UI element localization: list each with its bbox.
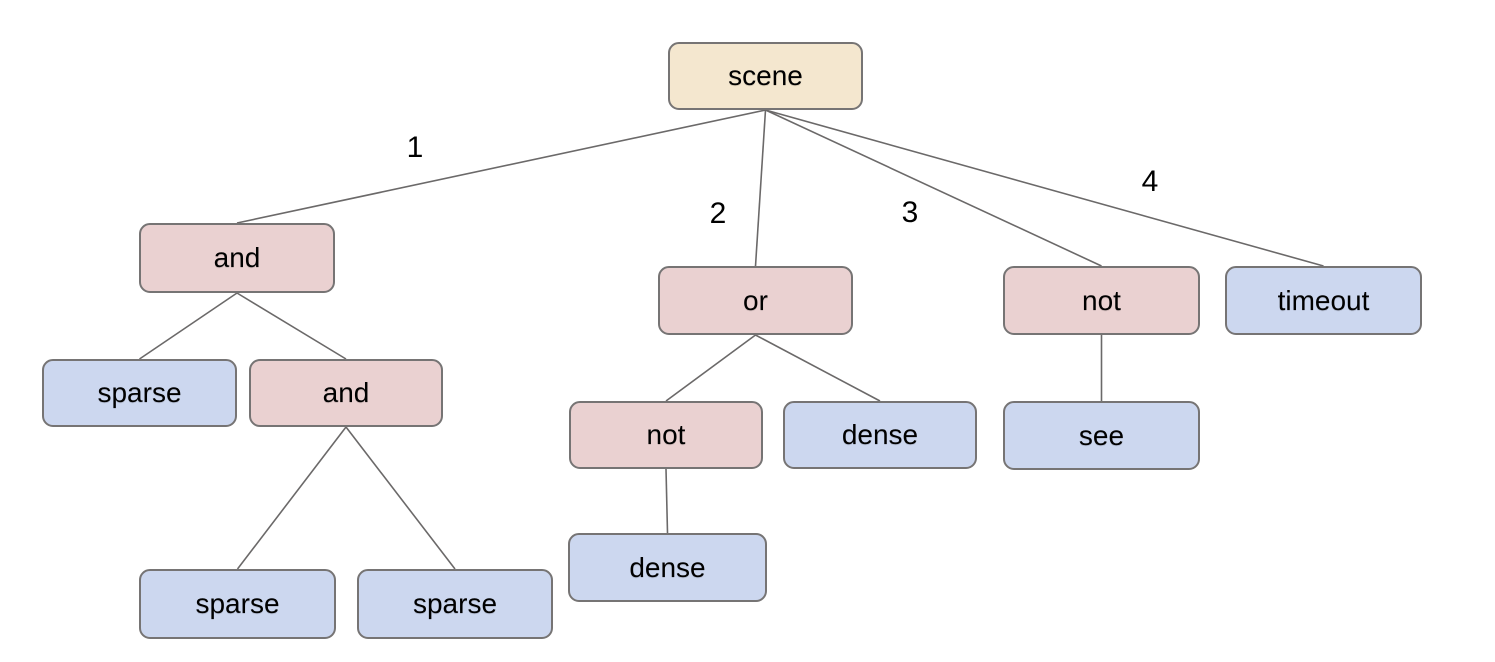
tree-node-sparse1: sparse xyxy=(42,359,237,427)
edge-or1-not2 xyxy=(665,334,756,402)
edge-and1-and2 xyxy=(236,292,347,360)
edge-label-1: 1 xyxy=(406,131,424,164)
edge-scene-timeout xyxy=(765,109,1324,267)
tree-node-or1: or xyxy=(658,266,853,335)
edge-and1-sparse1 xyxy=(139,292,238,360)
edge-scene-not1 xyxy=(765,109,1102,267)
tree-node-sparse3: sparse xyxy=(357,569,553,639)
tree-node-and1: and xyxy=(139,223,335,293)
edge-label-2: 2 xyxy=(709,197,727,230)
tree-node-see: see xyxy=(1003,401,1200,470)
tree-node-sparse2: sparse xyxy=(139,569,336,639)
tree-node-scene: scene xyxy=(668,42,863,110)
tree-node-dense1: dense xyxy=(783,401,977,469)
edge-label-3: 3 xyxy=(901,196,919,229)
edge-and2-sparse3 xyxy=(345,426,456,570)
edge-scene-and1 xyxy=(236,109,766,224)
tree-node-not1: not xyxy=(1003,266,1200,335)
tree-node-not2: not xyxy=(569,401,763,469)
edge-scene-or1 xyxy=(754,109,767,267)
tree-node-timeout: timeout xyxy=(1225,266,1422,335)
tree-node-dense2: dense xyxy=(568,533,767,602)
edge-or1-dense1 xyxy=(755,334,881,402)
edge-and2-sparse2 xyxy=(236,426,347,570)
tree-node-and2: and xyxy=(249,359,443,427)
edge-not2-dense2 xyxy=(665,468,669,534)
edge-label-4: 4 xyxy=(1141,165,1159,198)
